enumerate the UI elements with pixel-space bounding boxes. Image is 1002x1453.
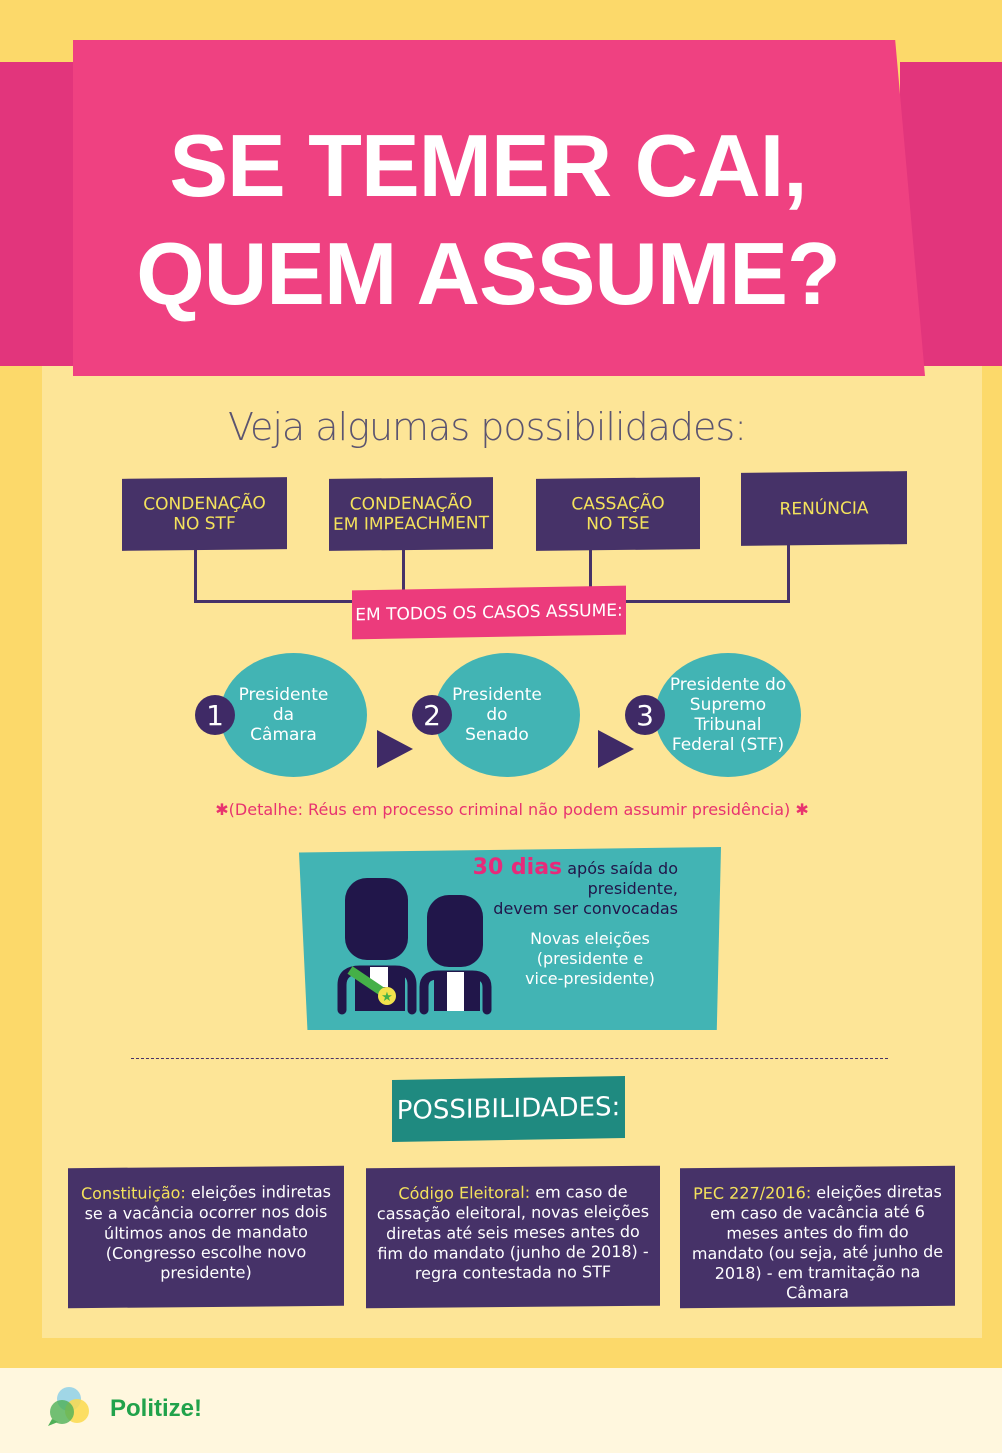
- deadline-text: devem ser convocadas: [493, 899, 678, 918]
- politize-brand: Politize!: [110, 1395, 203, 1422]
- arrow-right-icon: [377, 730, 413, 768]
- politize-logo-icon: [48, 1387, 89, 1426]
- possibilities-title: POSSIBILIDADES:: [392, 1075, 625, 1143]
- cause-label: CONDENAÇÃO: [349, 493, 473, 515]
- new-elections: Novas eleições (presidente e vice-presid…: [505, 929, 675, 989]
- cause-label: NO STF: [173, 513, 236, 535]
- number-badge: 1: [195, 695, 235, 735]
- cause-label: RENÚNCIA: [779, 498, 869, 519]
- candidates-illustration: ★: [337, 878, 492, 1015]
- divider: [131, 1058, 888, 1059]
- cause-label: NO TSE: [586, 513, 650, 535]
- title-line-1: SE TEMER CAI,: [169, 116, 807, 215]
- connector: [589, 548, 592, 603]
- successor-3: Presidente do Supremo Tribunal Federal (…: [655, 653, 801, 777]
- possibility-pec: PEC 227/2016: eleições diretas em caso d…: [680, 1165, 955, 1309]
- subtitle: Veja algumas possibilidades:: [227, 405, 747, 449]
- successor-1: Presidente da Câmara: [220, 653, 367, 777]
- successor-label: Presidente da Câmara: [238, 685, 329, 745]
- asterisk-icon: ✱: [215, 800, 229, 819]
- all-cases-label: EM TODOS OS CASOS ASSUME:: [352, 585, 626, 640]
- successor-label: Presidente do Supremo Tribunal Federal (…: [669, 675, 787, 755]
- cause-label: CASSAÇÃO: [571, 493, 665, 515]
- title-banner: [73, 40, 925, 376]
- new-elections-text: (presidente e: [536, 949, 644, 968]
- successor-2: Presidente do Senado: [434, 653, 580, 777]
- number-badge: 2: [412, 695, 452, 735]
- cause-label: CONDENAÇÃO: [143, 493, 266, 515]
- note-text: (Detalhe: Réus em processo criminal não …: [228, 800, 791, 819]
- possibility-source: Constituição:: [81, 1183, 186, 1204]
- possibility-source: Código Eleitoral:: [398, 1182, 531, 1203]
- asterisk-icon: ✱: [795, 800, 809, 819]
- connector: [787, 543, 790, 603]
- successor-label: Presidente do Senado: [452, 685, 542, 745]
- new-elections-text: vice-presidente): [525, 969, 655, 988]
- number-badge: 3: [625, 695, 665, 735]
- days-highlight: 30 dias: [472, 855, 563, 880]
- possibility-constitution: Constituição: eleições indiretas se a va…: [68, 1165, 344, 1309]
- svg-text:★: ★: [381, 990, 393, 1005]
- banner-side-left: [0, 62, 80, 366]
- arrow-right-icon: [598, 730, 634, 768]
- detail-note: ✱(Detalhe: Réus em processo criminal não…: [42, 800, 982, 819]
- connector: [194, 548, 197, 603]
- footer: [0, 1368, 1002, 1453]
- connector: [402, 548, 405, 603]
- cause-resignation: RENÚNCIA: [741, 471, 907, 546]
- title-line-2: QUEM ASSUME?: [136, 224, 840, 323]
- deadline-text: após saída do presidente,: [567, 859, 678, 898]
- possibility-electoral-code: Código Eleitoral: em caso de cassação el…: [366, 1165, 660, 1309]
- cause-label: EM IMPEACHMENT: [333, 513, 489, 535]
- possibility-source: PEC 227/2016:: [693, 1183, 812, 1204]
- new-elections-text: Novas eleições: [530, 929, 650, 948]
- elections-deadline: 30 dias após saída do presidente,devem s…: [406, 855, 678, 919]
